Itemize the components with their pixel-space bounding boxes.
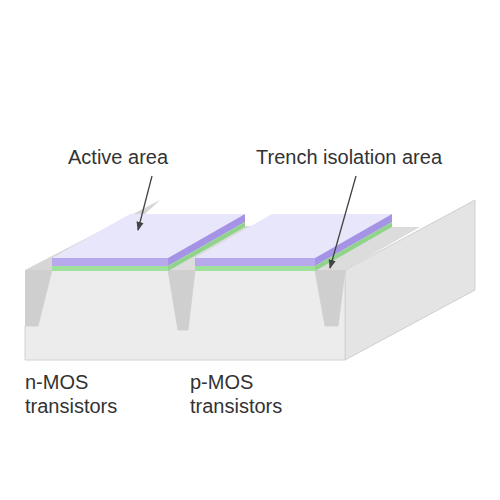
trench xyxy=(25,270,52,326)
trench xyxy=(168,270,195,330)
substrate-front xyxy=(25,270,345,360)
leader-line xyxy=(330,176,356,268)
callout-label: Active area xyxy=(68,145,168,169)
leader-line xyxy=(138,176,152,230)
active-pad xyxy=(195,214,392,271)
callout-label: p-MOS transistors xyxy=(190,370,315,418)
trench xyxy=(315,270,345,326)
callout-label: n-MOS transistors xyxy=(25,370,150,418)
callout-label: Trench isolation area xyxy=(256,145,442,169)
